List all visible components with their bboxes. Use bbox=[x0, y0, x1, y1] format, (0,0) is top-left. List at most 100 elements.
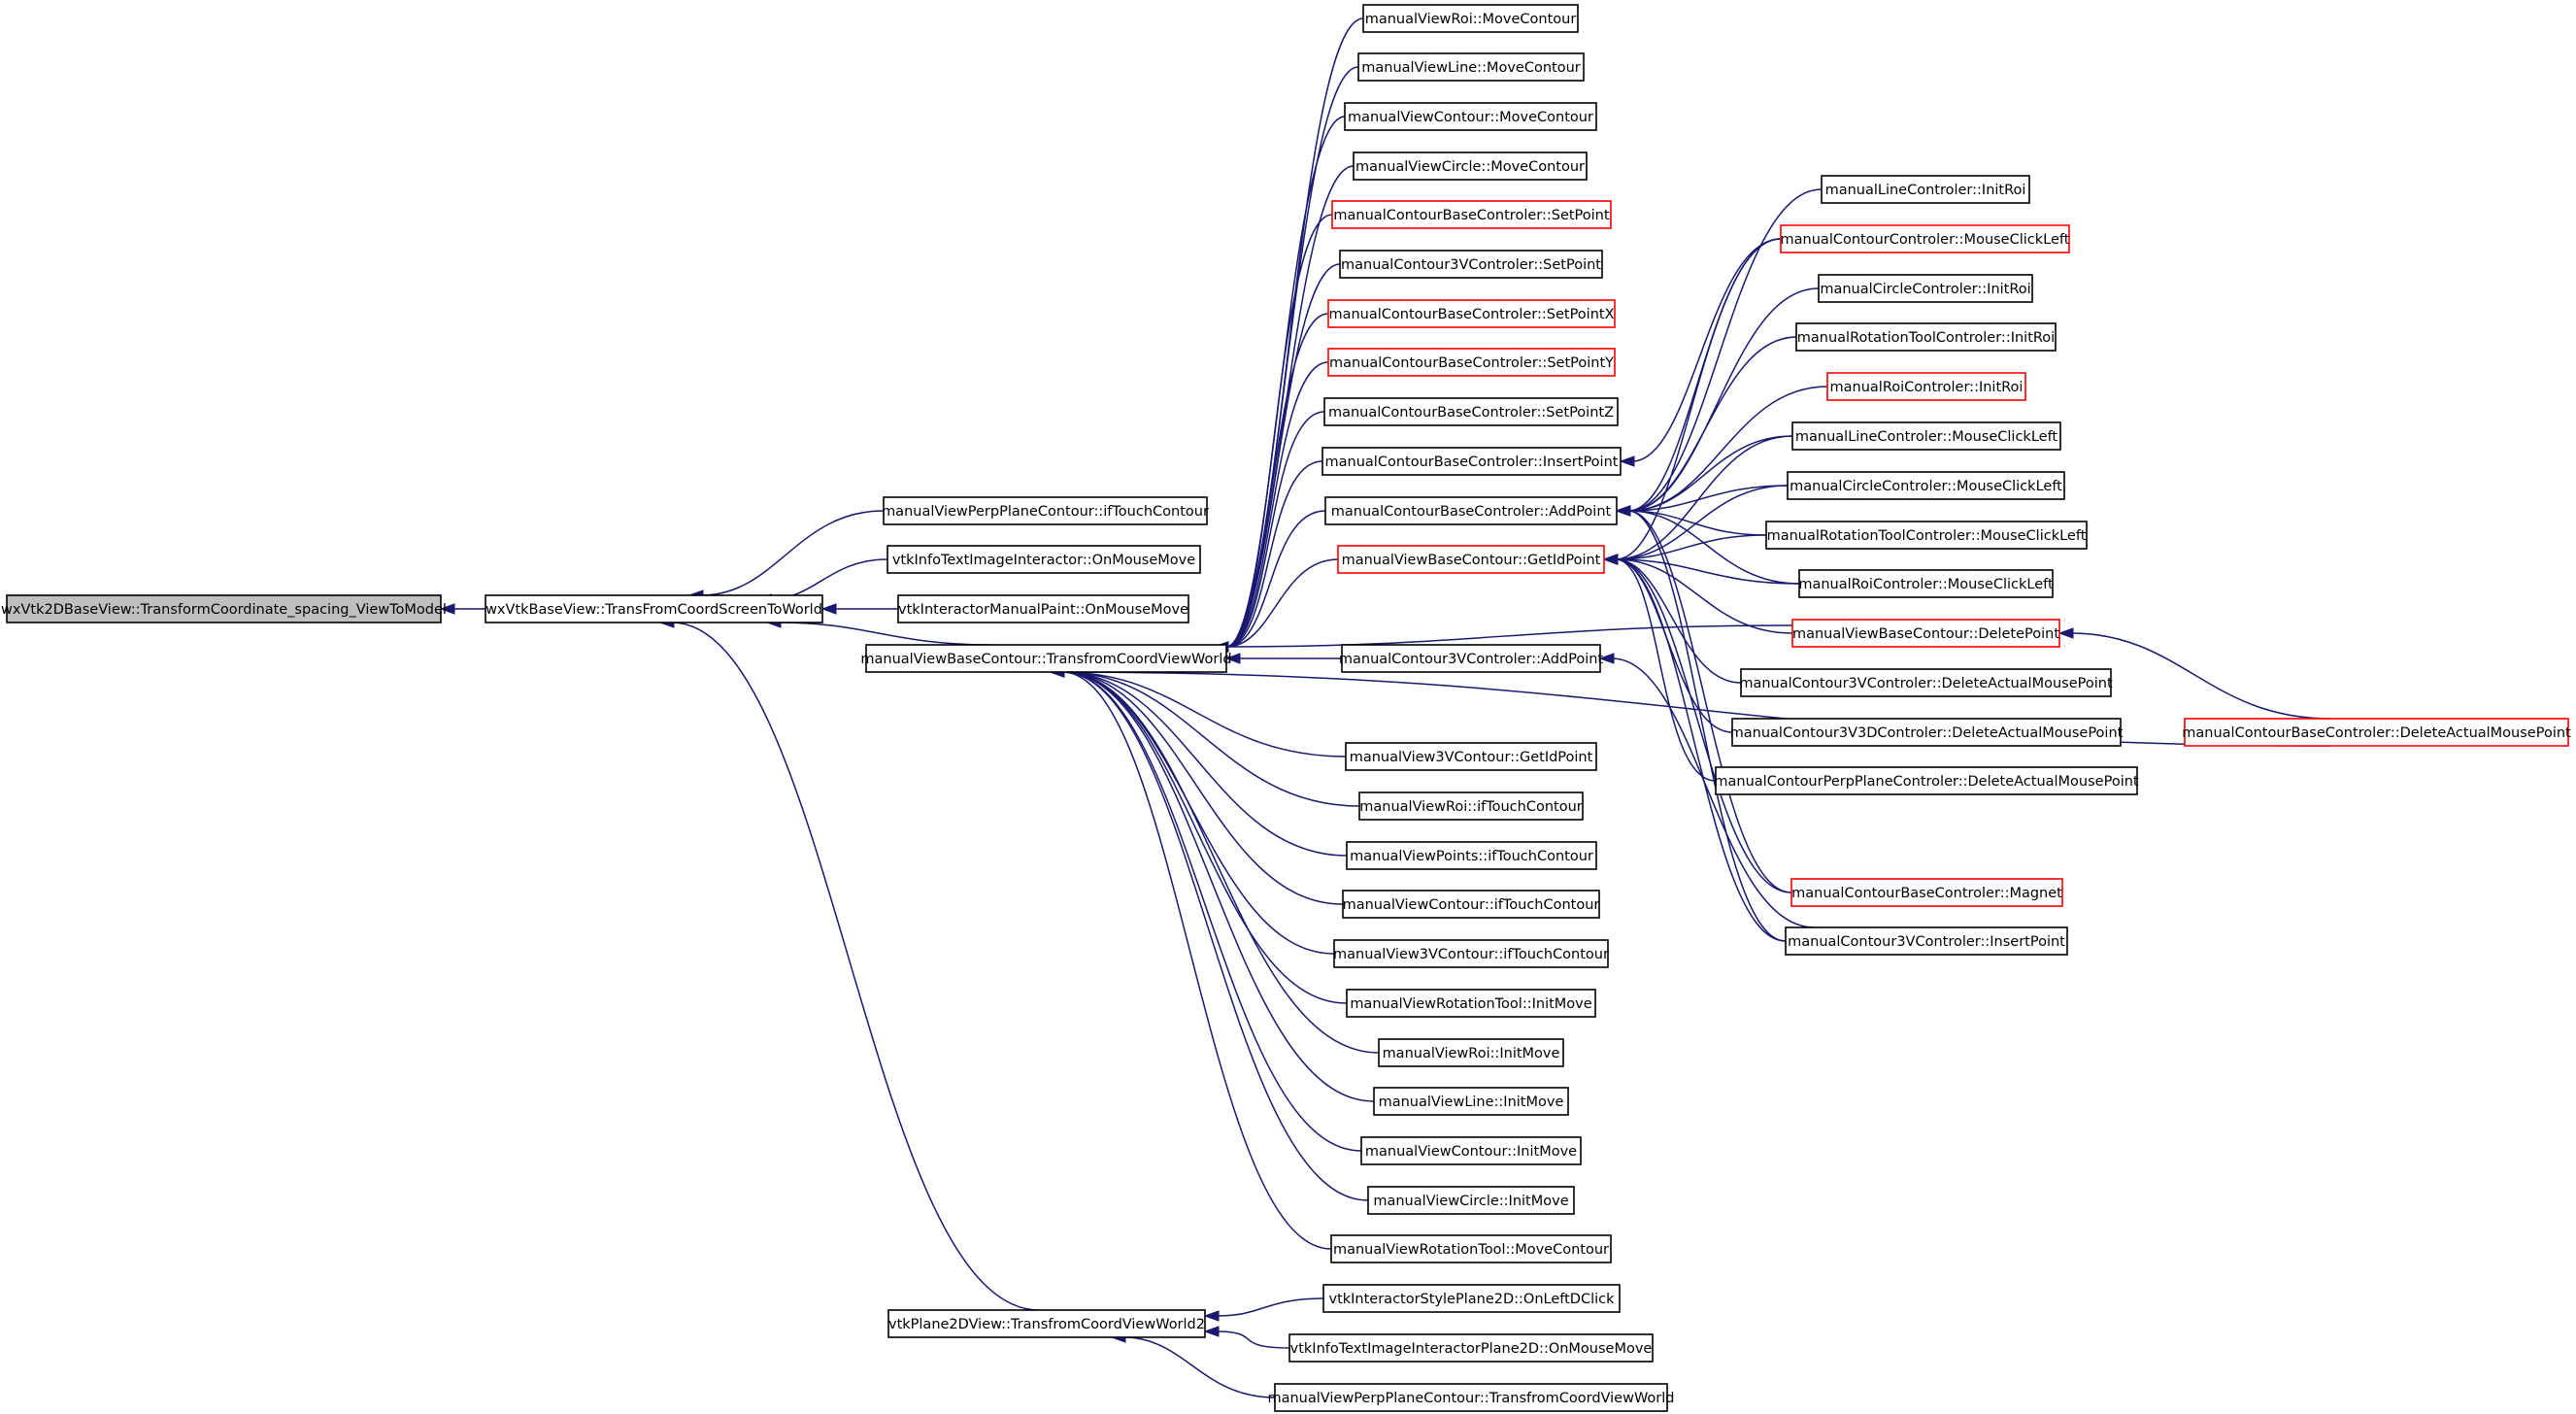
node-box bbox=[1324, 496, 1618, 525]
node-vtkinteractorstyleplane2d-onleftdclick[interactable]: vtkInteractorStylePlane2D::OnLeftDClick bbox=[1322, 1284, 1621, 1313]
node-label: manualContourBaseControler::SetPointY bbox=[1329, 355, 1614, 371]
node-box bbox=[1342, 890, 1600, 919]
node-label: manualViewBaseContour::DeletePoint bbox=[1792, 626, 2059, 642]
node-manualcontourbasecontroler-setpoint[interactable]: manualContourBaseControler::SetPoint bbox=[1331, 200, 1612, 229]
node-manualviewrotationtool-movecontour[interactable]: manualViewRotationTool::MoveContour bbox=[1330, 1234, 1612, 1263]
node-box bbox=[1765, 521, 2088, 550]
edge-contourClick-to-cbcInsert bbox=[1631, 238, 1782, 462]
node-manualviewroi-movecontour[interactable]: manualViewRoi::MoveContour bbox=[1362, 4, 1579, 33]
node-box bbox=[897, 594, 1189, 623]
node-box bbox=[1790, 878, 2063, 907]
node-box bbox=[1787, 471, 2065, 500]
node-manualviewline-movecontour[interactable]: manualViewLine::MoveContour bbox=[1357, 52, 1585, 82]
node-manualviewline-initmove[interactable]: manualViewLine::InitMove bbox=[1373, 1087, 1569, 1116]
node-manualcontourbasecontroler-addpoint[interactable]: manualContourBaseControler::AddPoint bbox=[1324, 496, 1618, 525]
node-label: manualContourControler::MouseClickLeft bbox=[1781, 232, 2070, 248]
node-manualcontourbasecontroler-setpointz[interactable]: manualContourBaseControler::SetPointZ bbox=[1323, 397, 1619, 426]
node-label: manualViewRoi::InitMove bbox=[1383, 1046, 1560, 1061]
node-manualcontourcontroler-mouseclickleft[interactable]: manualContourControler::MouseClickLeft bbox=[1780, 224, 2070, 253]
node-manuallinecontroler-initroi[interactable]: manualLineControler::InitRoi bbox=[1821, 175, 2030, 204]
edge-vbcDelete-to-tcvw bbox=[1225, 624, 1793, 648]
node-label: vtkInteractorManualPaint::OnMouseMove bbox=[898, 602, 1188, 618]
node-manualcontour3vcontroler-insertpoint[interactable]: manualContour3VControler::InsertPoint bbox=[1785, 926, 2068, 956]
node-manualviewcircle-movecontour[interactable]: manualViewCircle::MoveContour bbox=[1353, 152, 1588, 181]
node-box bbox=[1826, 372, 2026, 401]
edge-perpTcvw-to-plane2d bbox=[1122, 1336, 1276, 1398]
node-label: manualContour3V3DControler::DeleteActual… bbox=[1730, 725, 2124, 741]
node-manualcontourbasecontroler-magnet[interactable]: manualContourBaseControler::Magnet bbox=[1790, 878, 2063, 907]
node-manualviewcontour-initmove[interactable]: manualViewContour::InitMove bbox=[1360, 1136, 1582, 1165]
node-manualviewperpplanecontour-transfromcoordviewworld[interactable]: manualViewPerpPlaneContour::TransfromCoo… bbox=[1267, 1383, 1675, 1412]
node-manualviewperpplanecontour-iftouchcontour[interactable]: manualViewPerpPlaneContour::ifTouchConto… bbox=[882, 496, 1209, 525]
node-box bbox=[887, 1309, 1206, 1338]
node-manualview3vcontour-iftouchcontour[interactable]: manualView3VContour::ifTouchContour bbox=[1333, 939, 1609, 968]
node-wxvtk2dbaseview-transformcoordinate-spacing-viewtomodel: wxVtk2DBaseView::TransformCoordinate_spa… bbox=[1, 594, 447, 623]
node-manuallinecontroler-mouseclickleft[interactable]: manualLineControler::MouseClickLeft bbox=[1791, 421, 2061, 451]
edge-contourInit-to-tcvw bbox=[1061, 671, 1362, 1152]
node-box bbox=[1358, 791, 1584, 821]
node-vtkinfotextimageinteractor-onmousemove[interactable]: vtkInfoTextImageInteractor::OnMouseMove bbox=[887, 545, 1201, 574]
node-manualrotationtoolcontroler-initroi[interactable]: manualRotationToolControler::InitRoi bbox=[1795, 322, 2057, 352]
node-manualviewbasecontour-transfromcoordviewworld[interactable]: manualViewBaseContour::TransfromCoordVie… bbox=[860, 644, 1232, 673]
node-wxvtkbaseview-transfromcoordscreentoworld[interactable]: wxVtkBaseView::TransFromCoordScreenToWor… bbox=[485, 594, 823, 623]
node-label: manualContourBaseControler::AddPoint bbox=[1331, 504, 1612, 520]
node-manualcontourbasecontroler-insertpoint[interactable]: manualContourBaseControler::InsertPoint bbox=[1321, 447, 1622, 476]
node-manualviewpoints-iftouchcontour[interactable]: manualViewPoints::ifTouchContour bbox=[1346, 841, 1597, 870]
node-label: manualRoiControler::MouseClickLeft bbox=[1798, 577, 2054, 592]
node-label: manualViewRoi::ifTouchContour bbox=[1359, 799, 1582, 815]
node-vtkinfotextimageinteractorplane2d-onmousemove[interactable]: vtkInfoTextImageInteractorPlane2D::OnMou… bbox=[1288, 1333, 1654, 1363]
node-manualcirclecontroler-initroi[interactable]: manualCircleControler::InitRoi bbox=[1818, 274, 2033, 303]
node-label: manualViewContour::ifTouchContour bbox=[1343, 897, 1600, 913]
node-manualviewrotationtool-initmove[interactable]: manualViewRotationTool::InitMove bbox=[1346, 989, 1596, 1018]
edge-arrowhead bbox=[1598, 653, 1615, 664]
node-manualviewroi-initmove[interactable]: manualViewRoi::InitMove bbox=[1378, 1038, 1564, 1067]
node-label: manualViewLine::MoveContour bbox=[1361, 60, 1581, 76]
edge-roiClick-to-vbcGetId bbox=[1615, 558, 1800, 585]
edge-c3vInsert-to-cbcAdd bbox=[1627, 510, 1787, 942]
node-manualviewbasecontour-getidpoint[interactable]: manualViewBaseContour::GetIdPoint bbox=[1337, 545, 1605, 574]
node-vtkinteractormanualpaint-onmousemove[interactable]: vtkInteractorManualPaint::OnMouseMove bbox=[897, 594, 1189, 623]
node-manualcontour3vcontroler-deleteactualmousepoint[interactable]: manualContour3VControler::DeleteActualMo… bbox=[1739, 668, 2113, 697]
node-manualcontourbasecontroler-setpointx[interactable]: manualContourBaseControler::SetPointX bbox=[1327, 299, 1616, 328]
node-manualcontourperpplanecontroler-deleteactualmousepoint[interactable]: manualContourPerpPlaneControler::DeleteA… bbox=[1714, 766, 2139, 795]
node-manualcontour3vcontroler-setpoint[interactable]: manualContour3VControler::SetPoint bbox=[1339, 250, 1603, 279]
node-box bbox=[1378, 1038, 1564, 1067]
node-label: wxVtk2DBaseView::TransformCoordinate_spa… bbox=[1, 602, 447, 618]
node-box bbox=[1798, 569, 2054, 598]
node-manualrotationtoolcontroler-mouseclickleft[interactable]: manualRotationToolControler::MouseClickL… bbox=[1765, 521, 2088, 550]
node-manualviewcontour-movecontour[interactable]: manualViewContour::MoveContour bbox=[1344, 102, 1597, 131]
node-manualviewcircle-initmove[interactable]: manualViewCircle::InitMove bbox=[1367, 1186, 1575, 1215]
node-box bbox=[1362, 4, 1579, 33]
edge-circleClick-to-cbcAdd bbox=[1627, 485, 1789, 512]
node-box bbox=[2184, 718, 2569, 747]
edge-circleInit-to-tcvw bbox=[1061, 671, 1369, 1201]
node-vtkplane2dview-transfromcoordviewworld2[interactable]: vtkPlane2DView::TransfromCoordViewWorld2 bbox=[887, 1309, 1206, 1338]
node-label: vtkInfoTextImageInteractorPlane2D::OnMou… bbox=[1290, 1341, 1653, 1357]
node-box bbox=[1323, 397, 1619, 426]
node-manualroicontroler-mouseclickleft[interactable]: manualRoiControler::MouseClickLeft bbox=[1798, 569, 2054, 598]
edge-cbcSetPointX-to-tcvw bbox=[1225, 313, 1329, 648]
node-manualroicontroler-initroi[interactable]: manualRoiControler::InitRoi bbox=[1826, 372, 2026, 401]
node-box bbox=[1321, 447, 1622, 476]
node-box bbox=[1341, 644, 1601, 673]
node-label: manualContour3VControler::SetPoint bbox=[1341, 257, 1601, 273]
node-manualcirclecontroler-mouseclickleft[interactable]: manualCircleControler::MouseClickLeft bbox=[1787, 471, 2065, 500]
node-box bbox=[1353, 152, 1588, 181]
node-manualcontourbasecontroler-deleteactualmousepoint[interactable]: manualContourBaseControler::DeleteActual… bbox=[2182, 718, 2571, 747]
edge-c3vDelete-to-vbcGetId bbox=[1615, 558, 1742, 684]
node-manualcontour3v3dcontroler-deleteactualmousepoint[interactable]: manualContour3V3DControler::DeleteActual… bbox=[1730, 718, 2124, 747]
edge-cbcSetPoint-to-tcvw bbox=[1225, 214, 1333, 648]
node-manualcontourbasecontroler-setpointy[interactable]: manualContourBaseControler::SetPointY bbox=[1327, 348, 1616, 377]
node-label: manualViewLine::InitMove bbox=[1379, 1094, 1564, 1110]
node-manualviewroi-iftouchcontour[interactable]: manualViewRoi::ifTouchContour bbox=[1358, 791, 1584, 821]
node-manualcontour3vcontroler-addpoint[interactable]: manualContour3VControler::AddPoint bbox=[1339, 644, 1604, 673]
node-box bbox=[1346, 989, 1596, 1018]
node-label: manualRotationToolControler::MouseClickL… bbox=[1767, 528, 2087, 544]
edge-plane2d-to-base bbox=[671, 622, 1040, 1311]
edge-lineInit-to-tcvw bbox=[1061, 671, 1375, 1102]
node-manualviewcontour-iftouchcontour[interactable]: manualViewContour::ifTouchContour bbox=[1342, 890, 1600, 919]
node-manualviewbasecontour-deletepoint[interactable]: manualViewBaseContour::DeletePoint bbox=[1791, 619, 2060, 648]
nodes-layer: wxVtk2DBaseView::TransformCoordinate_spa… bbox=[1, 4, 2571, 1412]
node-manualview3vcontour-getidpoint[interactable]: manualView3VContour::GetIdPoint bbox=[1345, 742, 1597, 771]
edge-arrowhead bbox=[1615, 505, 1631, 517]
